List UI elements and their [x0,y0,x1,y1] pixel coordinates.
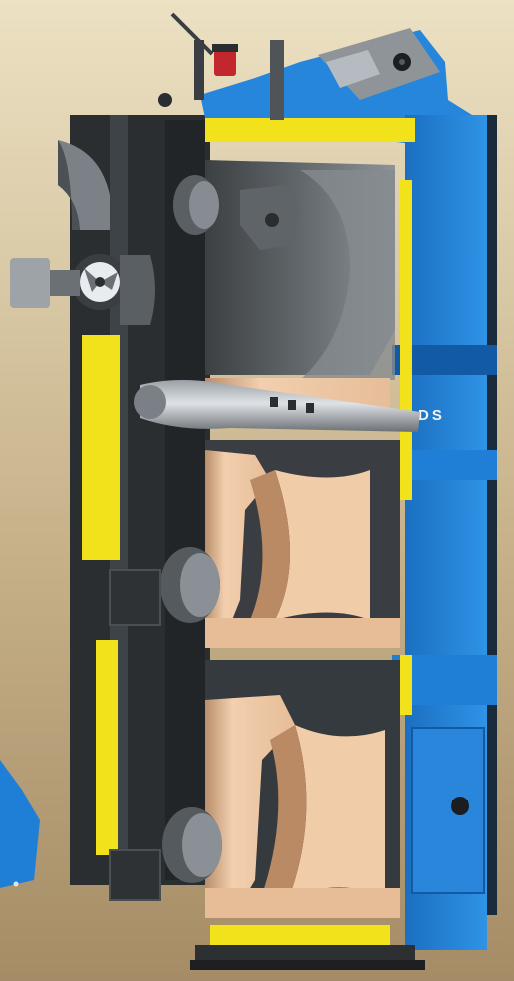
burner-housing [120,255,155,325]
panel-screw [13,881,19,887]
right-yellow-trim-upper [400,180,412,500]
lance-nozzle-1 [270,397,278,407]
knob-icon [393,53,411,71]
baffle-bolt [265,213,279,227]
insulation-strip-lower [96,640,118,855]
lower-firebrick-back [290,725,385,895]
blue-side-shadow [487,115,497,915]
outlet-pipe [270,40,284,120]
lance-nozzle-2 [288,400,296,410]
flue-elbow [58,140,110,230]
side-panel-fragment [0,760,40,888]
middle-firebrick-shadow [250,470,290,620]
clamp-2 [109,849,161,901]
upper-chamber-curve [300,170,395,380]
door-handle-icon [451,797,469,815]
middle-flue-pipe [160,547,220,623]
top-knob [158,93,172,107]
upper-flue-pipe [173,175,219,235]
lower-brick-base [205,888,400,918]
burner-cover [10,258,50,308]
ignition-lance [140,380,420,432]
base-foot [190,960,425,970]
middle-firebrick-left [205,450,270,630]
insulation-strip-upper [82,335,120,560]
safety-valve-red [214,50,236,76]
middle-brick-base [205,618,400,648]
flue-elbow-shadow [58,140,80,230]
lance-tip [134,385,166,419]
safety-valve-cap [212,44,238,52]
middle-firebrick-back [275,470,370,620]
burner-duct [50,270,80,296]
thermostat-rod [194,40,204,100]
top-yellow-trim [205,118,415,142]
right-yellow-trim-lower [400,655,412,715]
lower-firebrick-shadow [262,725,307,895]
clamp-1 [109,569,161,626]
rear-frame-inner [165,120,205,880]
door-lower [411,727,485,894]
lance-nozzle-3 [306,403,314,413]
lower-flue-pipe [162,807,222,883]
base-yellow-trim [210,925,390,945]
brand-mark: DS [418,407,445,424]
antenna [170,12,214,56]
burner-icon [72,254,128,310]
control-panel-screen [326,50,380,88]
